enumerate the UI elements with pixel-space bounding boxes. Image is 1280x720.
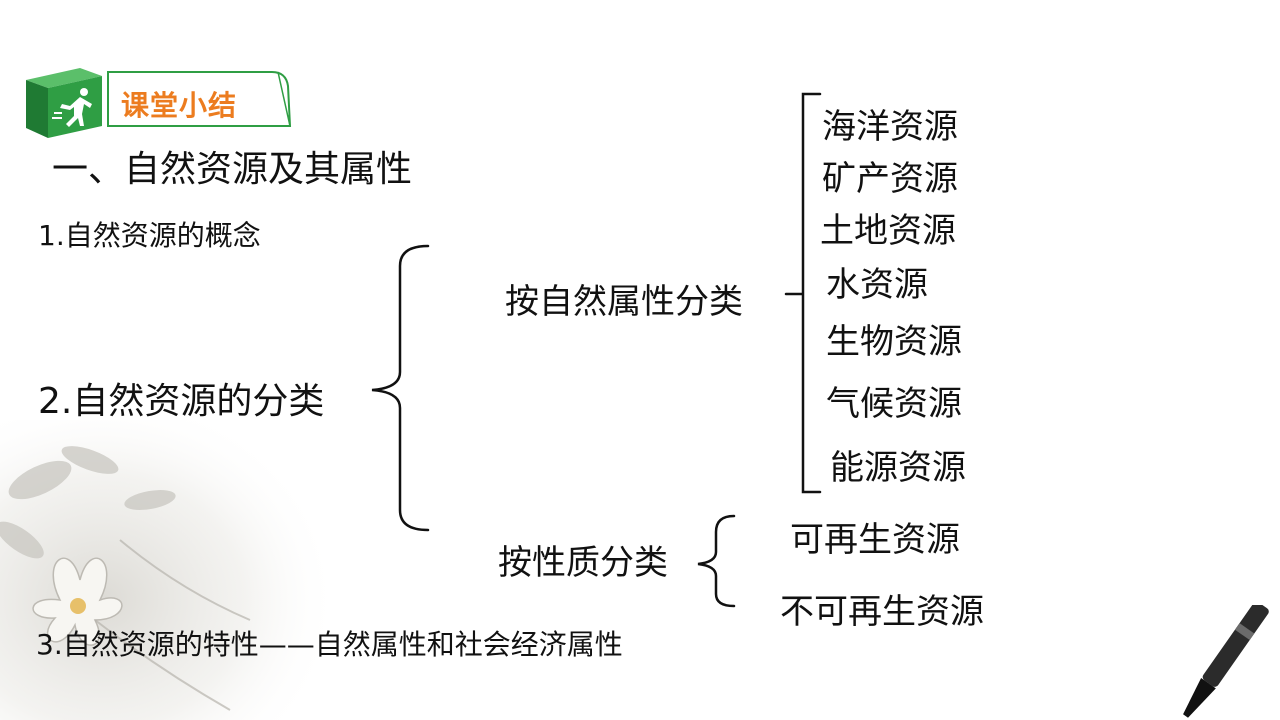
badge-label: 课堂小结: [121, 89, 238, 122]
brush-decoration: [1183, 605, 1269, 718]
item-concept: 1.自然资源的概念: [38, 219, 261, 252]
flower-decoration: [0, 420, 340, 720]
running-man-icon: [26, 68, 102, 138]
leaf-ocean: 海洋资源: [822, 107, 958, 147]
branch-natural-attribute: 按自然属性分类: [505, 282, 743, 322]
branch-by-nature: 按性质分类: [498, 543, 668, 583]
page-title: 一、自然资源及其属性: [52, 149, 413, 190]
leaf-mineral: 矿产资源: [822, 159, 958, 199]
leaf-energy: 能源资源: [830, 448, 966, 488]
item-classification: 2.自然资源的分类: [38, 381, 325, 422]
natural-bracket: [801, 92, 822, 494]
leaf-nonrenewable: 不可再生资源: [780, 592, 984, 632]
item-traits: 3.自然资源的特性——自然属性和社会经济属性: [36, 628, 623, 661]
nature-brace: [697, 514, 736, 608]
badge-tab-shape: [107, 71, 292, 127]
leaf-water: 水资源: [826, 265, 928, 305]
leaf-renewable: 可再生资源: [790, 520, 960, 560]
main-brace: [371, 244, 430, 532]
leaf-biological: 生物资源: [826, 322, 962, 362]
leaf-land: 土地资源: [820, 211, 956, 251]
leaf-climate: 气候资源: [826, 384, 962, 424]
